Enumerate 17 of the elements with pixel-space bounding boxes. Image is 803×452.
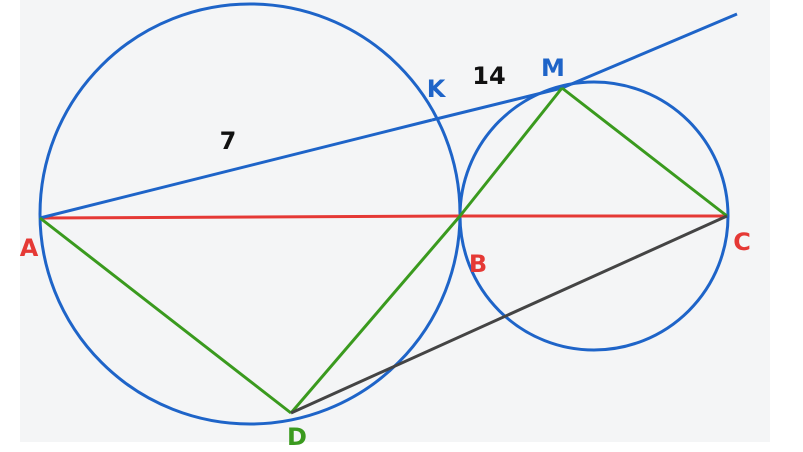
line-segment xyxy=(561,86,728,218)
point-label: D xyxy=(287,425,307,449)
point-label: A xyxy=(20,236,38,260)
line-segment xyxy=(460,214,727,218)
line-segment xyxy=(561,12,738,90)
line-segment xyxy=(432,86,562,122)
line-segment xyxy=(290,214,728,414)
length-label: 7 xyxy=(220,129,236,153)
point-label: C xyxy=(733,230,751,254)
line-segment xyxy=(40,118,432,220)
length-label: 14 xyxy=(472,64,506,88)
point-label: B xyxy=(468,252,488,276)
line-segment xyxy=(458,87,564,217)
line-segment xyxy=(290,215,462,414)
point-label: M xyxy=(541,56,565,80)
point-label: K xyxy=(426,77,446,101)
line-segment xyxy=(39,216,292,414)
